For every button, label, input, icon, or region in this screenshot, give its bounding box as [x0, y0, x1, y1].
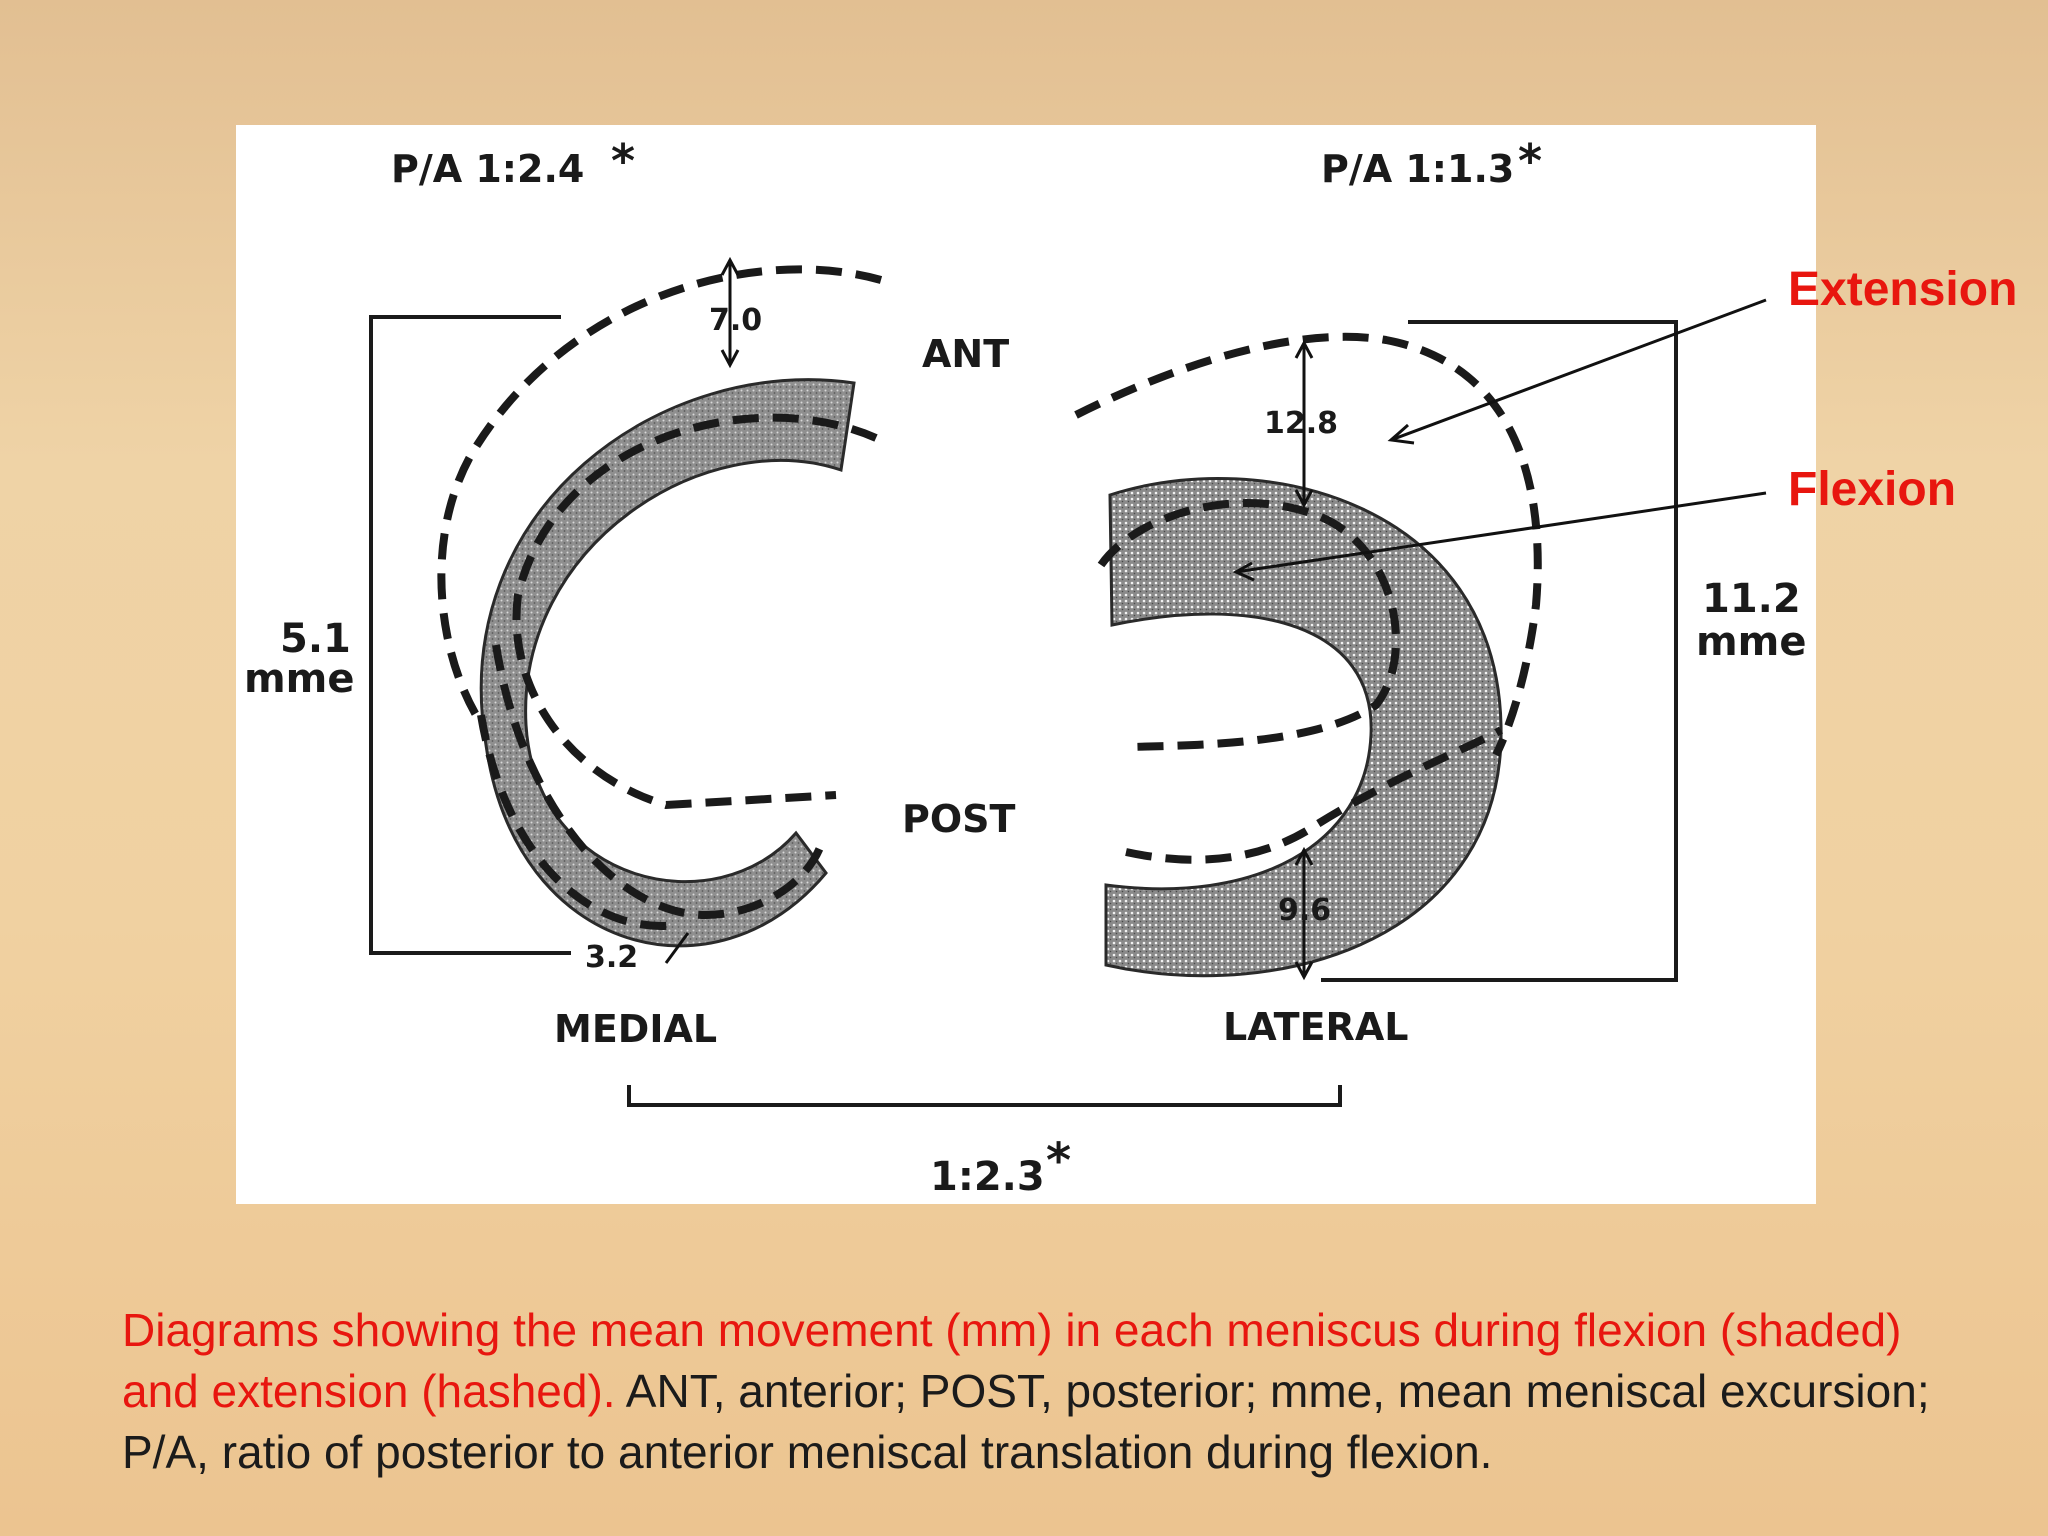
- lateral-extension-outer-dash: [1074, 332, 1542, 757]
- lateral-ant-arrow: [1294, 339, 1314, 509]
- medial-extension-lower-dash: [477, 644, 825, 930]
- lateral-label: LATERAL: [1223, 1005, 1408, 1049]
- bottom-ratio-label: 1:2.3: [930, 1154, 1045, 1200]
- medial-mme-bracket: [369, 315, 571, 955]
- medial-ant-arrow: [720, 256, 740, 369]
- lateral-mme-value: 11.2: [1702, 576, 1801, 622]
- medial-extension-inner-dash: [512, 413, 878, 810]
- medial-mme-value: 5.1: [280, 616, 351, 662]
- bottom-ratio-bracket: [627, 1085, 1342, 1107]
- pa-lateral-label: P/A 1:1.3: [1321, 147, 1514, 191]
- lateral-post-value: 9.6: [1278, 893, 1331, 928]
- bottom-ratio-asterisk: *: [1046, 1133, 1071, 1189]
- extension-pointer-line: [1387, 298, 1767, 445]
- meniscus-diagram-panel: P/A 1:2.4 * P/A 1:1.3 * ANT POST MEDIAL …: [236, 125, 1816, 1204]
- pa-medial-label: P/A 1:2.4: [391, 147, 584, 191]
- lateral-extension-inner-dash: [1097, 499, 1400, 751]
- post-label: POST: [902, 797, 1016, 841]
- medial-label: MEDIAL: [554, 1007, 717, 1051]
- lateral-mme-bracket: [1321, 320, 1678, 982]
- caption-definitions: ANT, anterior; POST, posterior; mme, mea…: [122, 1365, 1930, 1478]
- lateral-ant-value: 12.8: [1264, 406, 1338, 441]
- pa-medial-asterisk: *: [611, 134, 635, 188]
- pa-lateral-asterisk: *: [1518, 134, 1542, 188]
- medial-post-value: 3.2: [585, 940, 638, 975]
- ant-label: ANT: [922, 332, 1009, 376]
- caption-highlight: Diagrams showing the mean movement (mm) …: [122, 1304, 1902, 1417]
- extension-label: Extension: [1788, 263, 2018, 316]
- lateral-mme-unit: mme: [1696, 619, 1807, 665]
- medial-post-arrow: [664, 932, 690, 964]
- medial-mme-unit: mme: [244, 656, 355, 702]
- figure-caption: Diagrams showing the mean movement (mm) …: [122, 1300, 1942, 1483]
- meniscus-diagram: P/A 1:2.4 * P/A 1:1.3 * ANT POST MEDIAL …: [244, 134, 1807, 1200]
- medial-meniscus-flexion-shape: [479, 378, 856, 948]
- flexion-label: Flexion: [1788, 463, 1957, 516]
- medial-extension-outer-dash: [437, 265, 883, 717]
- flexion-pointer-line: [1232, 491, 1767, 582]
- lateral-post-arrow: [1294, 846, 1314, 981]
- lateral-extension-lower-dash: [1125, 726, 1504, 864]
- medial-ant-value: 7.0: [709, 303, 762, 338]
